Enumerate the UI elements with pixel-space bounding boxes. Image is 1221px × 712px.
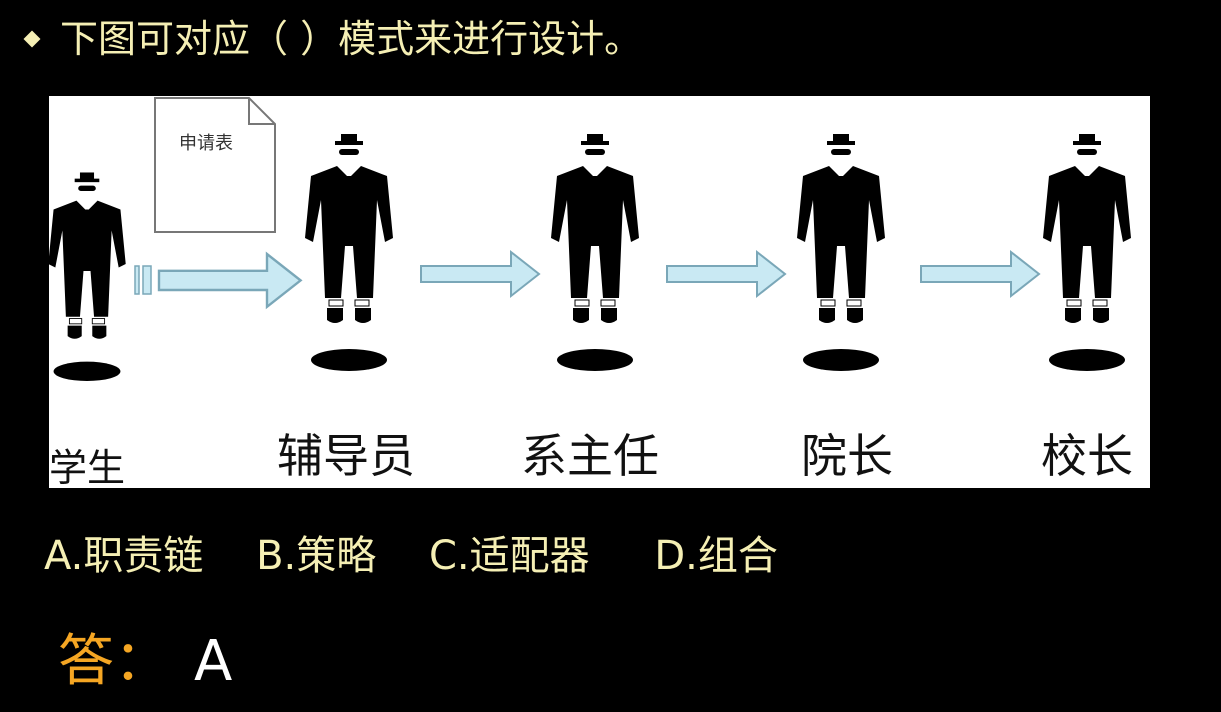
option-d: D.组合 (654, 533, 778, 579)
application-form-icon (154, 97, 276, 233)
role-label-student: 学生 (49, 446, 126, 488)
form-label: 申请表 (179, 133, 233, 154)
role-label-dean: 院长 (801, 429, 893, 483)
counselor-figure-icon (304, 133, 394, 372)
chain-figure-svg (49, 97, 1132, 382)
option-a: A.职责链 (44, 533, 204, 579)
bullet-diamond-icon (23, 30, 41, 47)
arrow-counselor-to-dept-head-icon (420, 251, 540, 297)
question-text: 下图可对应（ ）模式来进行设计。 (60, 17, 643, 61)
role-label-president: 校长 (1041, 429, 1133, 483)
dean-figure-icon (796, 133, 886, 372)
student-figure-icon (49, 172, 127, 382)
answer-line: 答： A (58, 630, 232, 694)
chain-figure: 申请表 学生 辅导员 系主任 院长 校长 (49, 96, 1150, 488)
arrow-dean-to-president-icon (920, 251, 1040, 297)
answer-value: A (194, 629, 233, 694)
question-line: 下图可对应（ ）模式来进行设计。 (22, 14, 642, 64)
president-figure-icon (1042, 133, 1132, 372)
option-b: B.策略 (256, 533, 377, 579)
role-label-dept-head: 系主任 (521, 429, 659, 483)
option-c: C.适配器 (428, 533, 590, 579)
arrow-student-to-counselor-icon (134, 252, 302, 308)
dept-head-figure-icon (550, 133, 640, 372)
options-line: A.职责链 B.策略 C.适配器 D.组合 (44, 530, 778, 582)
arrow-dept-head-to-dean-icon (666, 251, 786, 297)
answer-label: 答： (58, 629, 170, 694)
role-label-counselor: 辅导员 (277, 429, 415, 483)
